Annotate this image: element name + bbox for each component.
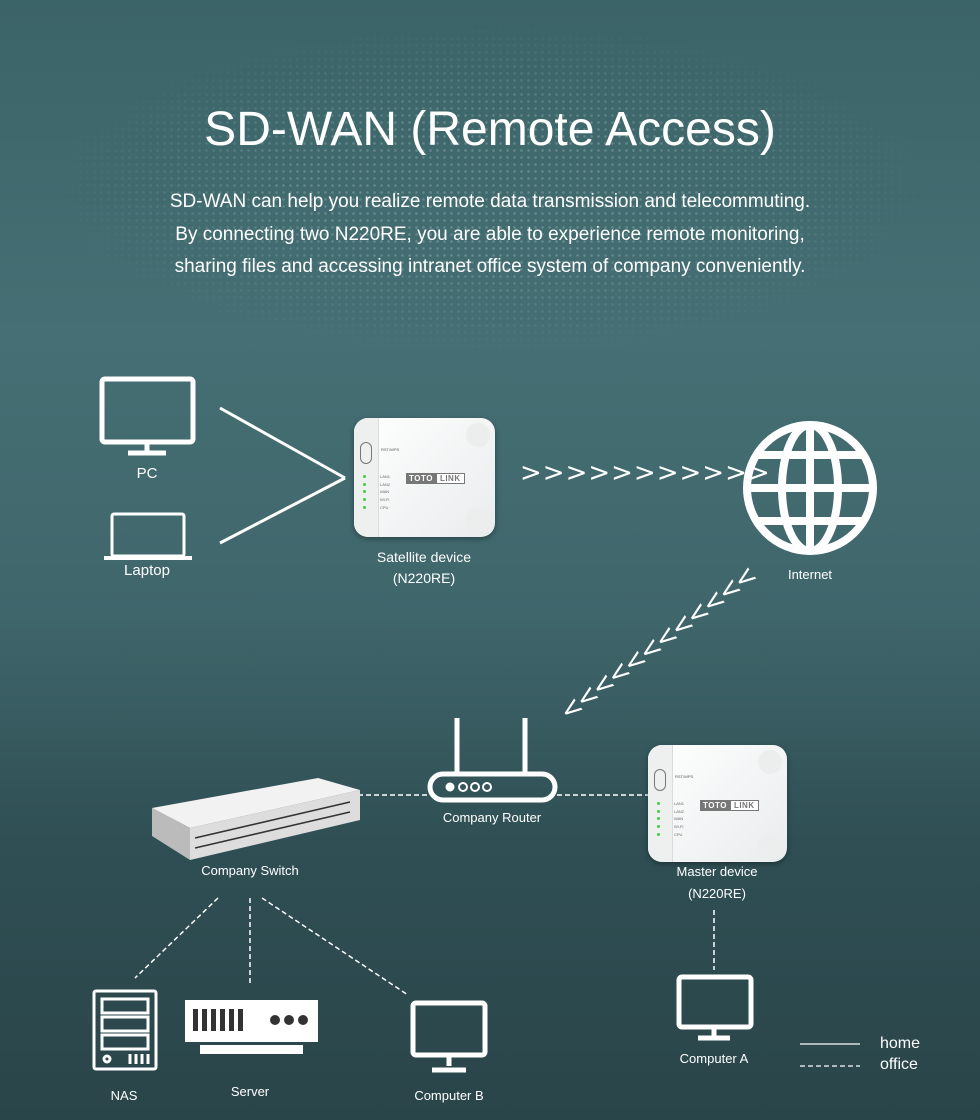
globe-icon [743,421,877,555]
reset-label: RST/WPS [675,774,694,779]
reset-button-icon [360,442,372,464]
legend-office-label: office [880,1056,918,1073]
reset-button-icon [654,769,666,791]
description-line: By connecting two N220RE, you are able t… [175,224,805,245]
description-line: SD-WAN can help you realize remote data … [169,191,811,212]
master-model-label: (N220RE) [688,886,746,901]
computer-a-label: Computer A [679,1051,749,1066]
server-icon [185,1000,318,1054]
router-icon [427,718,558,803]
office-link [134,794,715,996]
pc-icon [99,376,196,456]
master-label: Master device [676,864,758,879]
internet-label: Internet [787,567,833,582]
laptop-label: Laptop [124,562,170,579]
nas-icon [92,989,158,1071]
router-label: Company Router [442,810,542,825]
led-indicators: LAN1 LAN2 WAN Wi-Fi CPU [657,800,684,838]
legend-home-label: home [880,1035,921,1052]
switch-label: Company Switch [201,863,299,878]
arrows-from-internet: <<<<<<<<<<<< [554,561,762,728]
led-indicators: LAN1 LAN2 WAN Wi-Fi CPU [363,473,390,511]
switch-icon [152,778,360,860]
description-line: sharing files and accessing intranet off… [174,256,806,277]
home-link [219,406,346,545]
arrows-to-internet: >>>>>>>>>>> [520,458,771,488]
computer-b-icon [410,1000,488,1073]
computer-b-label: Computer B [414,1088,484,1103]
laptop-icon [104,512,192,560]
satellite-label: Satellite device [376,549,472,565]
satellite-model-label: (N220RE) [392,570,456,586]
nas-label: NAS [110,1088,138,1103]
pc-label: PC [136,465,158,482]
server-label: Server [230,1084,270,1099]
computer-a-icon [676,974,754,1041]
reset-label: RST/WPS [381,447,400,452]
world-map-background [0,0,980,420]
page-title: SD-WAN (Remote Access) [204,103,776,156]
